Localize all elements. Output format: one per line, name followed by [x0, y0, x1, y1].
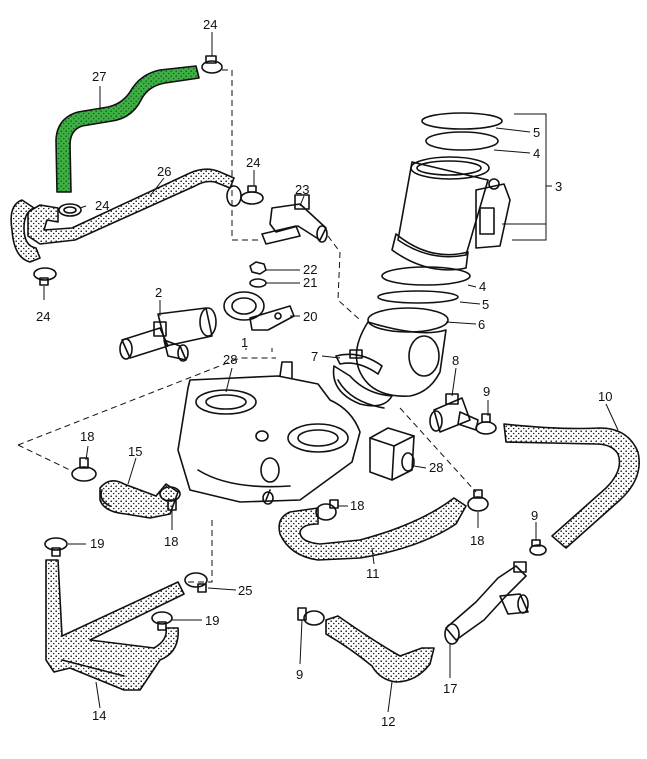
label-24-bottom: 24	[36, 309, 50, 324]
idle-air-valve-2[interactable]	[119, 307, 217, 362]
label-28-right: 28	[429, 460, 443, 475]
label-3: 3	[555, 179, 562, 194]
label-19-top: 19	[90, 536, 104, 551]
hose-11[interactable]	[278, 497, 467, 561]
label-24-mid: 24	[246, 155, 260, 170]
label-21: 21	[303, 275, 317, 290]
label-14: 14	[92, 708, 106, 723]
clamp-19-top[interactable]	[44, 537, 68, 557]
label-8: 8	[452, 353, 459, 368]
hose-26-loop	[10, 199, 41, 263]
clamp-19-bottom[interactable]	[151, 611, 173, 631]
hose-26[interactable]	[27, 168, 235, 245]
hose-14[interactable]	[45, 559, 185, 691]
guide-line-right	[399, 407, 477, 493]
label-6: 6	[478, 317, 485, 332]
tee-fitting-23[interactable]	[261, 194, 328, 245]
clamp-24-mid[interactable]	[240, 185, 264, 205]
label-9-right: 9	[483, 384, 490, 399]
intake-housing-1[interactable]	[177, 361, 361, 505]
label-18-mid: 18	[350, 498, 364, 513]
label-18-left-bottom: 18	[164, 534, 178, 549]
label-5-lower: 5	[482, 297, 489, 312]
guide-line-top	[222, 69, 262, 241]
check-valve-17[interactable]	[444, 561, 529, 645]
clamp-9-lower-right[interactable]	[529, 539, 547, 556]
label-12: 12	[381, 714, 395, 729]
hose-clamp-7[interactable]	[335, 349, 383, 375]
label-18-right: 18	[470, 533, 484, 548]
guide-line-23-to-6	[327, 235, 361, 321]
label-23: 23	[295, 182, 309, 197]
label-4-lower: 4	[479, 279, 486, 294]
intake-elbow-6[interactable]	[332, 307, 449, 409]
label-7: 7	[311, 349, 318, 364]
elbow-fitting-8[interactable]	[429, 393, 479, 433]
label-1: 1	[241, 335, 248, 350]
label-20: 20	[303, 309, 317, 324]
leader-lines	[43, 32, 619, 713]
clamp-24-top[interactable]	[201, 55, 223, 74]
label-9-bottom: 9	[296, 667, 303, 682]
guide-line-left	[17, 357, 276, 446]
label-25: 25	[238, 583, 252, 598]
sensor-block-28[interactable]	[369, 427, 415, 481]
label-26: 26	[157, 164, 171, 179]
label-10: 10	[598, 389, 612, 404]
hose-15[interactable]	[99, 480, 179, 519]
hose-27[interactable]	[55, 65, 200, 193]
label-22: 22	[303, 262, 317, 277]
part-number-labels: 24 27 26 24 24 24 23 5 4 3 4 5 6 7 8 9 1…	[36, 17, 612, 729]
label-11: 11	[366, 566, 380, 581]
label-27: 27	[92, 69, 106, 84]
label-28-left: 28	[223, 352, 237, 367]
label-2: 2	[155, 285, 162, 300]
seal-ring-4-lower[interactable]	[381, 266, 471, 286]
label-9-lower-right: 9	[531, 508, 538, 523]
clamp-18-right[interactable]	[467, 489, 489, 512]
hose-12[interactable]	[325, 615, 435, 683]
label-17: 17	[443, 681, 457, 696]
label-4-top: 4	[533, 146, 540, 161]
clamp-18-mid[interactable]	[315, 499, 339, 521]
label-24-left: 24	[95, 198, 109, 213]
clamp-24-left[interactable]	[58, 203, 82, 217]
label-19-bottom: 19	[205, 613, 219, 628]
air-flow-meter-3[interactable]	[391, 112, 511, 271]
clamp-18-left-top[interactable]	[71, 457, 97, 482]
clamp-25[interactable]	[184, 572, 208, 593]
label-15: 15	[128, 444, 142, 459]
nut-22[interactable]	[249, 261, 267, 275]
guide-line-left-2	[17, 444, 71, 471]
seal-ring-5-lower[interactable]	[377, 290, 459, 304]
label-18-left-top: 18	[80, 429, 94, 444]
label-24-top: 24	[203, 17, 217, 32]
label-5-top: 5	[533, 125, 540, 140]
clamp-9-right[interactable]	[475, 413, 497, 435]
washer-21[interactable]	[249, 278, 267, 288]
guide-line-mid	[188, 520, 213, 583]
clamp-24-bottom[interactable]	[33, 267, 57, 286]
hose-10[interactable]	[503, 423, 640, 549]
mounting-bracket-20[interactable]	[223, 291, 295, 331]
